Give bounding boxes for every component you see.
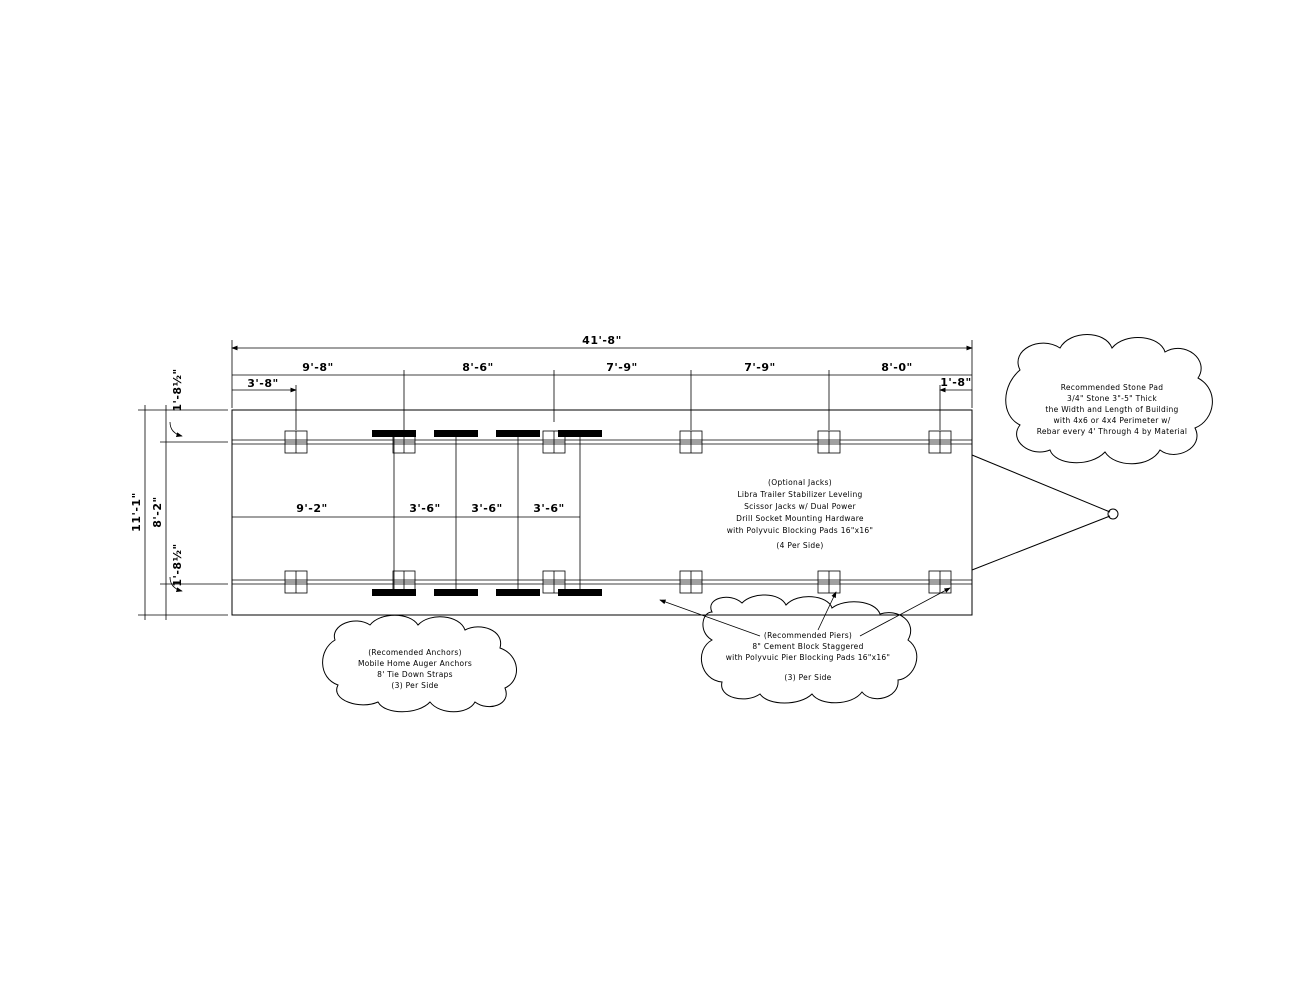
hitch-line-bottom	[971, 515, 1111, 571]
pier-block	[542, 430, 566, 454]
anchors-line-2: Mobile Home Auger Anchors	[358, 659, 472, 668]
pier-leader-right	[859, 587, 951, 637]
vertical-dimensions: 11'-1" 8'-2" 1'-8½" 1'-8½"	[130, 368, 228, 620]
anchors-line-1: (Recomended Anchors)	[368, 648, 462, 657]
jacks	[372, 430, 602, 596]
stabilizer-jack	[372, 430, 416, 596]
dim-mid-4: 3'-6"	[533, 502, 564, 515]
stabilizer-jack	[496, 430, 540, 596]
dim-top-1: 9'-8"	[302, 361, 333, 374]
dim-bottom-overhang: 1'-8½"	[171, 543, 184, 586]
hitch-line-top	[971, 454, 1111, 513]
stone-pad-line-1: Recommended Stone Pad	[1061, 383, 1164, 392]
stone-pad-line-5: Rebar every 4' Through 4 by Material	[1037, 427, 1188, 436]
pier-block	[542, 570, 566, 594]
pier-leader-left	[659, 599, 761, 637]
trailer-body	[231, 409, 1119, 616]
dim-top-3: 7'-9"	[606, 361, 637, 374]
dim-top-overhang: 1'-8½"	[171, 368, 184, 411]
piers-line-1: (Recommended Piers)	[764, 631, 852, 640]
dim-mid-1: 9'-2"	[296, 502, 327, 515]
dim-right-offset: 1'-8"	[940, 376, 971, 389]
jacks-note: (Optional Jacks) Libra Trailer Stabilize…	[727, 478, 873, 550]
offset-dimensions: 3'-8" 1'-8"	[232, 376, 972, 430]
piers-line-5: (3) Per Side	[784, 673, 831, 682]
pier-block	[679, 570, 703, 594]
dim-top-2: 8'-6"	[462, 361, 493, 374]
jacks-note-line-7: (4 Per Side)	[776, 541, 823, 550]
dim-mid-3: 3'-6"	[471, 502, 502, 515]
piers-line-3: with Polyvuic Pier Blocking Pads 16"x16"	[726, 653, 891, 662]
dim-overall-height: 11'-1"	[130, 492, 143, 532]
hitch-coupler	[1107, 508, 1119, 520]
piers	[284, 430, 952, 594]
jacks-note-line-5: with Polyvuic Blocking Pads 16"x16"	[727, 526, 873, 535]
jacks-note-line-2: Libra Trailer Stabilizer Leveling	[737, 490, 862, 499]
stone-pad-line-2: 3/4" Stone 3"-5" Thick	[1067, 394, 1157, 403]
stabilizer-jack	[434, 430, 478, 596]
dim-mid-2: 3'-6"	[409, 502, 440, 515]
top-row-dimensions: 9'-8" 8'-6" 7'-9" 7'-9" 8'-0"	[232, 361, 972, 436]
pier-block	[817, 430, 841, 454]
jacks-note-line-4: Drill Socket Mounting Hardware	[736, 514, 864, 523]
anchors-line-4: (3) Per Side	[391, 681, 438, 690]
dim-body-width: 8'-2"	[151, 496, 164, 527]
stone-pad-line-4: with 4x6 or 4x4 Perimeter w/	[1053, 416, 1170, 425]
anchors-note: (Recomended Anchors) Mobile Home Auger A…	[322, 614, 517, 713]
piers-cloud	[701, 594, 918, 704]
tick-marks	[403, 370, 830, 436]
stabilizer-jack	[558, 430, 602, 596]
stone-pad-note: Recommended Stone Pad 3/4" Stone 3"-5" T…	[1005, 334, 1213, 465]
mid-row-dimensions: 9'-2" 3'-6" 3'-6" 3'-6"	[232, 502, 580, 518]
pier-block	[284, 570, 308, 594]
overall-dimension: 41'-8"	[231, 334, 973, 408]
pier-block	[679, 430, 703, 454]
anchors-line-3: 8' Tie Down Straps	[377, 670, 453, 679]
dim-left-offset: 3'-8"	[247, 377, 278, 390]
piers-note: (Recommended Piers) 8" Cement Block Stag…	[659, 587, 951, 704]
pier-block	[284, 430, 308, 454]
dim-top-4: 7'-9"	[744, 361, 775, 374]
pier-leader-mid	[817, 591, 837, 631]
dim-top-5: 8'-0"	[881, 361, 912, 374]
stone-pad-line-3: the Width and Length of Building	[1045, 405, 1178, 414]
pier-block	[928, 570, 952, 594]
pier-block	[928, 430, 952, 454]
pier-block	[817, 570, 841, 594]
stone-pad-cloud	[1005, 334, 1213, 465]
overall-length-label: 41'-8"	[582, 334, 622, 347]
piers-line-2: 8" Cement Block Staggered	[752, 642, 863, 651]
jacks-note-line-3: Scissor Jacks w/ Dual Power	[744, 502, 856, 511]
anchors-cloud	[322, 614, 517, 713]
jacks-note-line-1: (Optional Jacks)	[768, 478, 832, 487]
